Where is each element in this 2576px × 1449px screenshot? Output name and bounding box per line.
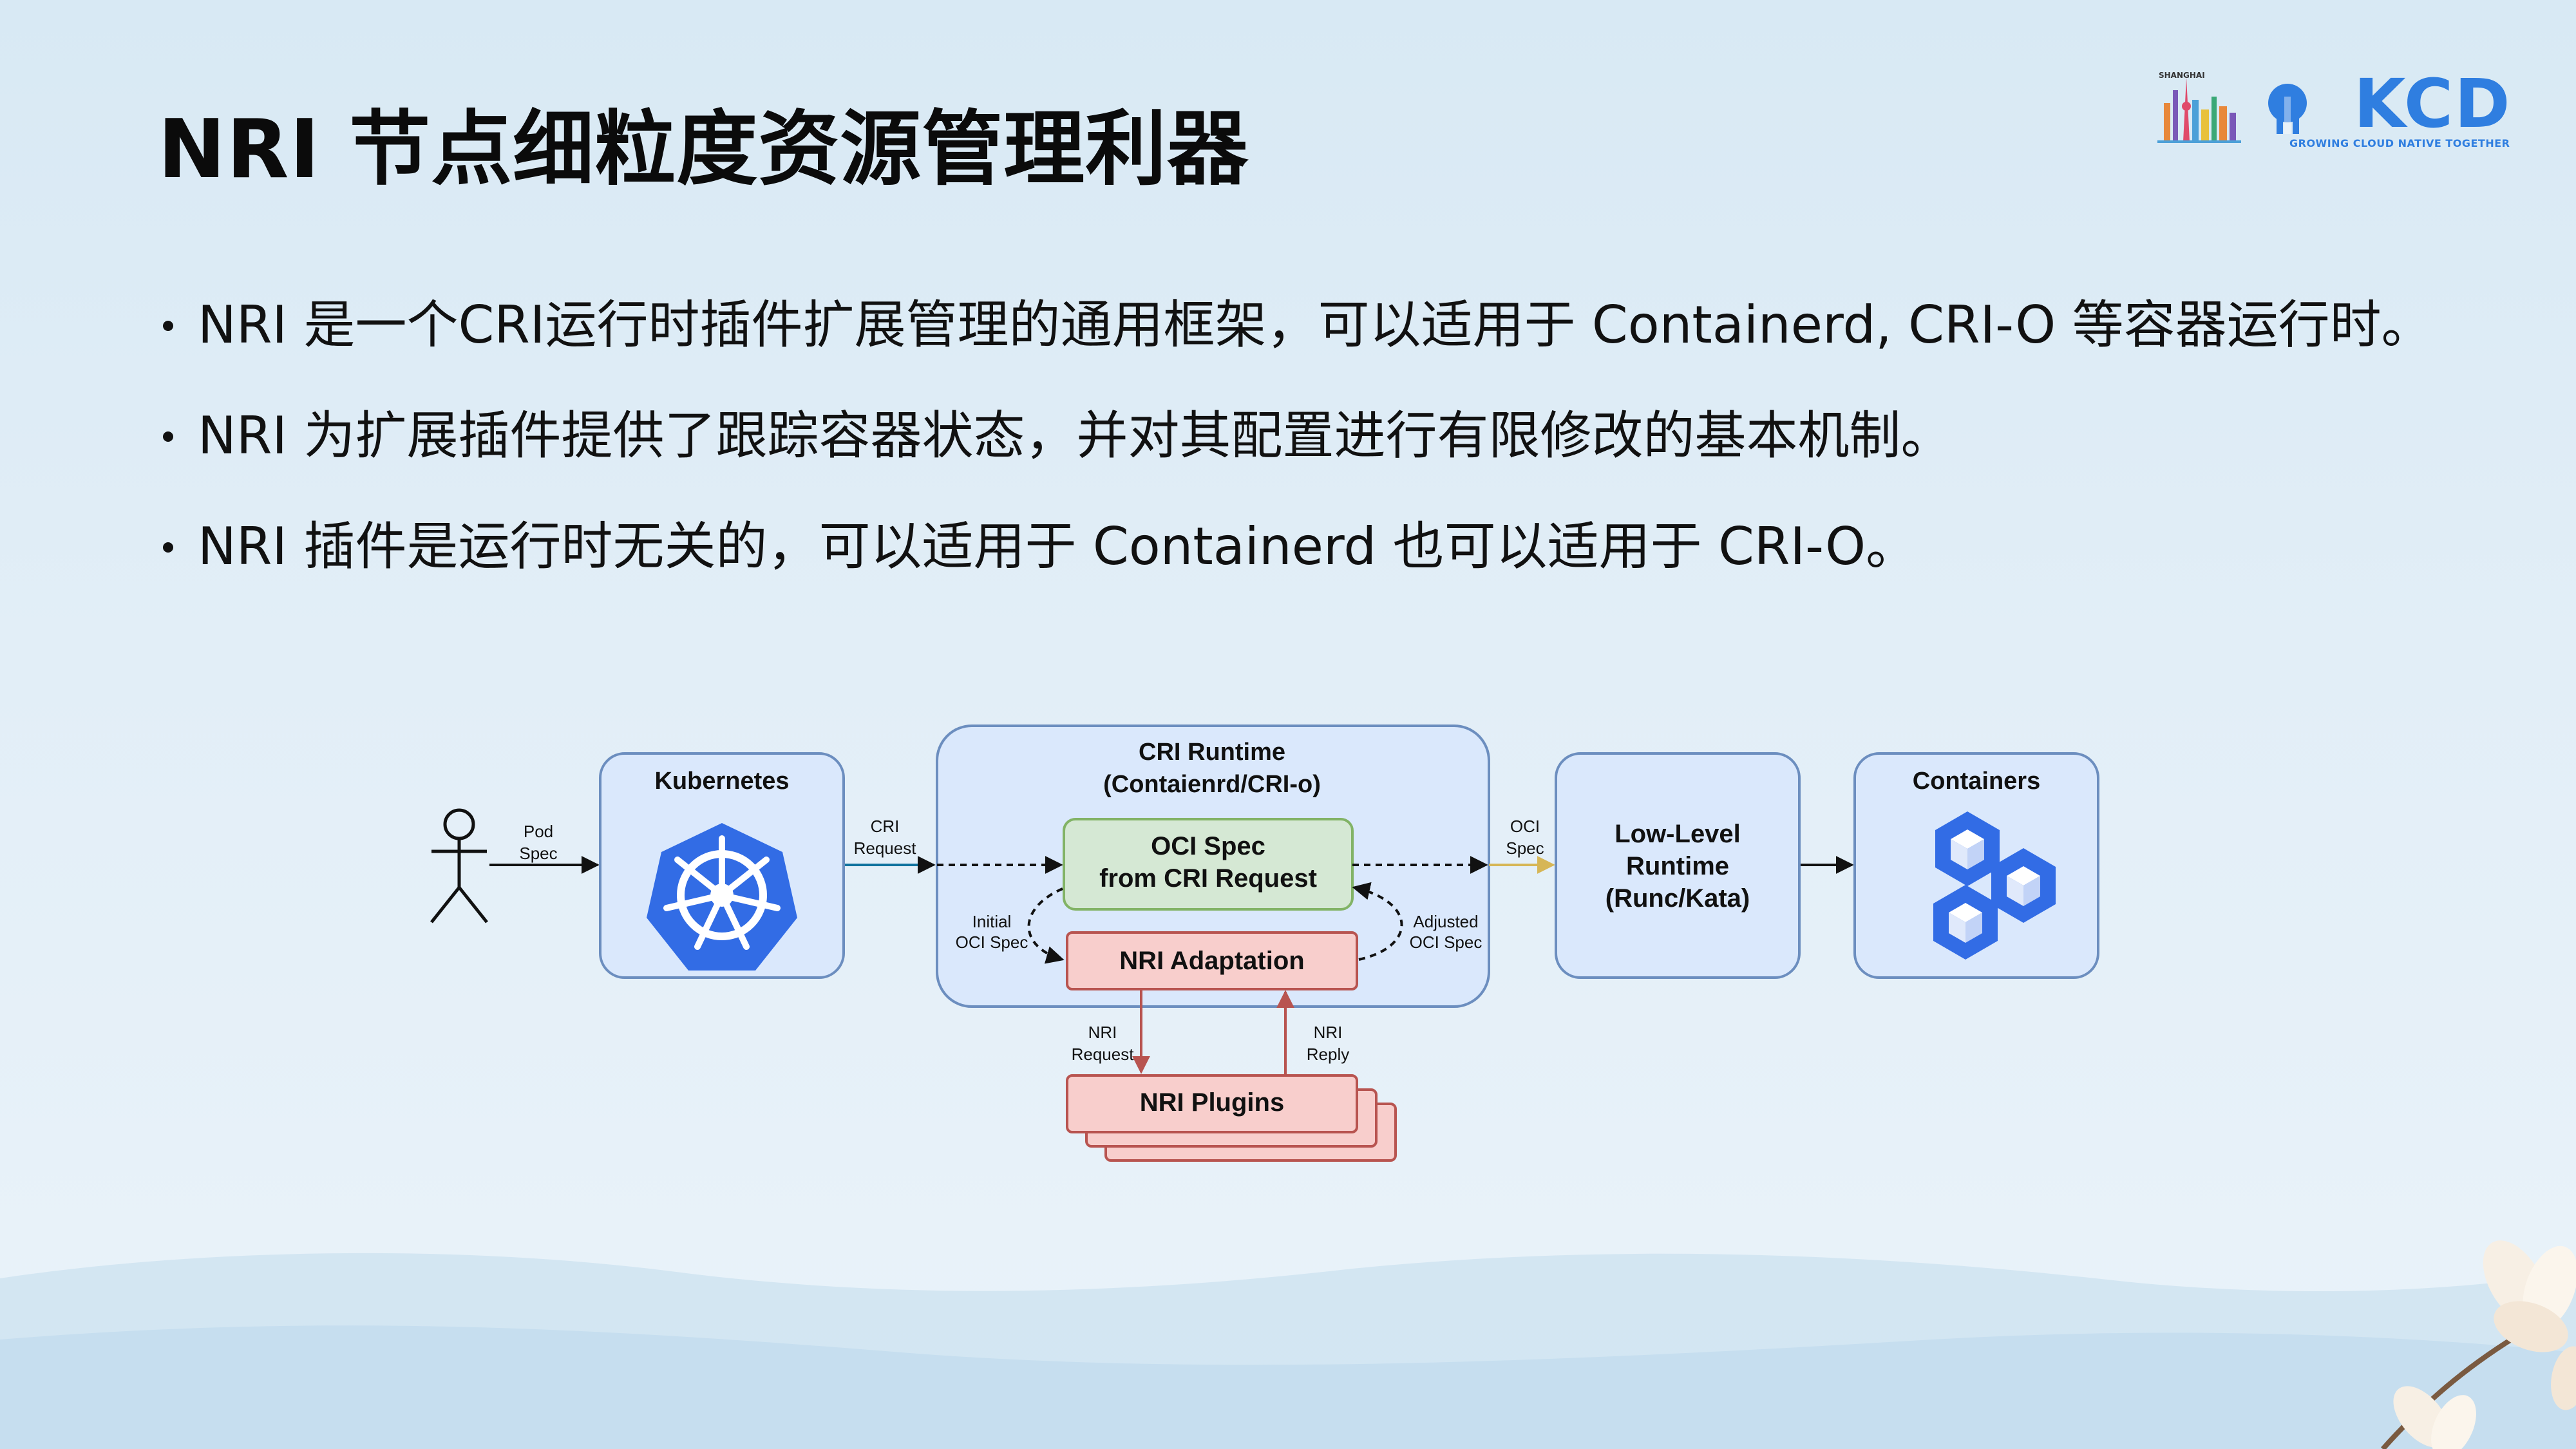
- pod-spec-label-line2: Spec: [519, 844, 557, 863]
- slide-title: NRI 节点细粒度资源管理利器: [158, 102, 1249, 196]
- adjusted-oci-label-line2: OCI Spec: [1410, 933, 1482, 952]
- bullet-list: NRI 是一个CRI运行时插件扩展管理的通用框架，可以适用于 Container…: [158, 283, 2433, 616]
- shanghai-skyline-icon: [2157, 77, 2241, 143]
- logo-tagline: GROWING CLOUD NATIVE TOGETHER: [2289, 137, 2510, 149]
- oci-spec-out-label-line1: OCI: [1510, 817, 1540, 836]
- nri-adaptation-label: NRI Adaptation: [1119, 947, 1304, 975]
- cri-request-label-line1: CRI: [871, 817, 900, 836]
- nri-reply-label-line1: NRI: [1314, 1023, 1343, 1042]
- cri-runtime-title-line2: (Contaienrd/CRI-o): [1103, 771, 1321, 798]
- initial-oci-spec-arrow: [1027, 887, 1065, 964]
- low-level-runtime-line1: Low-Level: [1615, 820, 1741, 848]
- bullet-dot: [163, 321, 173, 331]
- oci-spec-out-label-line2: Spec: [1506, 838, 1544, 858]
- adjusted-oci-spec-arrow: [1352, 882, 1403, 961]
- oci-spec-box-line1: OCI Spec: [1151, 832, 1265, 860]
- oci-spec-box-line2: from CRI Request: [1099, 864, 1317, 893]
- bullet-item: NRI 是一个CRI运行时插件扩展管理的通用框架，可以适用于 Container…: [158, 283, 2433, 394]
- user-stick-figure-icon: [430, 808, 488, 923]
- kubernetes-title: Kubernetes: [654, 768, 789, 795]
- nri-request-label-line2: Request: [1072, 1045, 1135, 1064]
- cri-runtime-title-line1: CRI Runtime: [1139, 739, 1285, 766]
- kcd-hands-icon: [2268, 84, 2307, 134]
- bullet-dot: [163, 542, 173, 553]
- bullet-item: NRI 插件是运行时无关的，可以适用于 Containerd 也可以适用于 CR…: [158, 505, 2433, 616]
- magnolia-flower-decoration: [2381, 1240, 2576, 1449]
- nri-reply-label-line2: Reply: [1307, 1045, 1349, 1064]
- kubernetes-logo-icon: [647, 823, 797, 971]
- pod-spec-label-line1: Pod: [524, 822, 553, 841]
- nri-plugins-label: NRI Plugins: [1140, 1088, 1284, 1117]
- low-level-runtime-line2: Runtime: [1626, 852, 1729, 880]
- initial-oci-label-line1: Initial: [972, 912, 1012, 931]
- bullet-dot: [163, 431, 173, 442]
- adjusted-oci-label-line1: Adjusted: [1413, 912, 1478, 931]
- kcd-shanghai-logo: [2157, 77, 2307, 143]
- low-level-runtime-line3: (Runc/Kata): [1605, 884, 1750, 913]
- bullet-text: NRI 是一个CRI运行时插件扩展管理的通用框架，可以适用于 Container…: [198, 295, 2433, 355]
- bullet-text: NRI 插件是运行时无关的，可以适用于 Containerd 也可以适用于 CR…: [198, 516, 1918, 576]
- bullet-item: NRI 为扩展插件提供了跟踪容器状态，并对其配置进行有限修改的基本机制。: [158, 394, 2433, 505]
- low-level-runtime-box: [1555, 752, 1801, 979]
- container-cubes-icon: [1933, 811, 2056, 960]
- bullet-text: NRI 为扩展插件提供了跟踪容器状态，并对其配置进行有限修改的基本机制。: [198, 406, 1953, 466]
- initial-oci-label-line2: OCI Spec: [956, 933, 1028, 952]
- nri-plugins-box: [1066, 1074, 1358, 1133]
- nri-plugins-stack: [1066, 1074, 1397, 1162]
- nri-request-label-line1: NRI: [1088, 1023, 1117, 1042]
- logo-name: KCD: [2354, 64, 2512, 143]
- nri-adaptation-box: [1066, 931, 1358, 990]
- logo-city-label: SHANGHAI: [2159, 71, 2205, 80]
- cri-request-label-line2: Request: [854, 838, 917, 858]
- containers-title: Containers: [1913, 768, 2040, 795]
